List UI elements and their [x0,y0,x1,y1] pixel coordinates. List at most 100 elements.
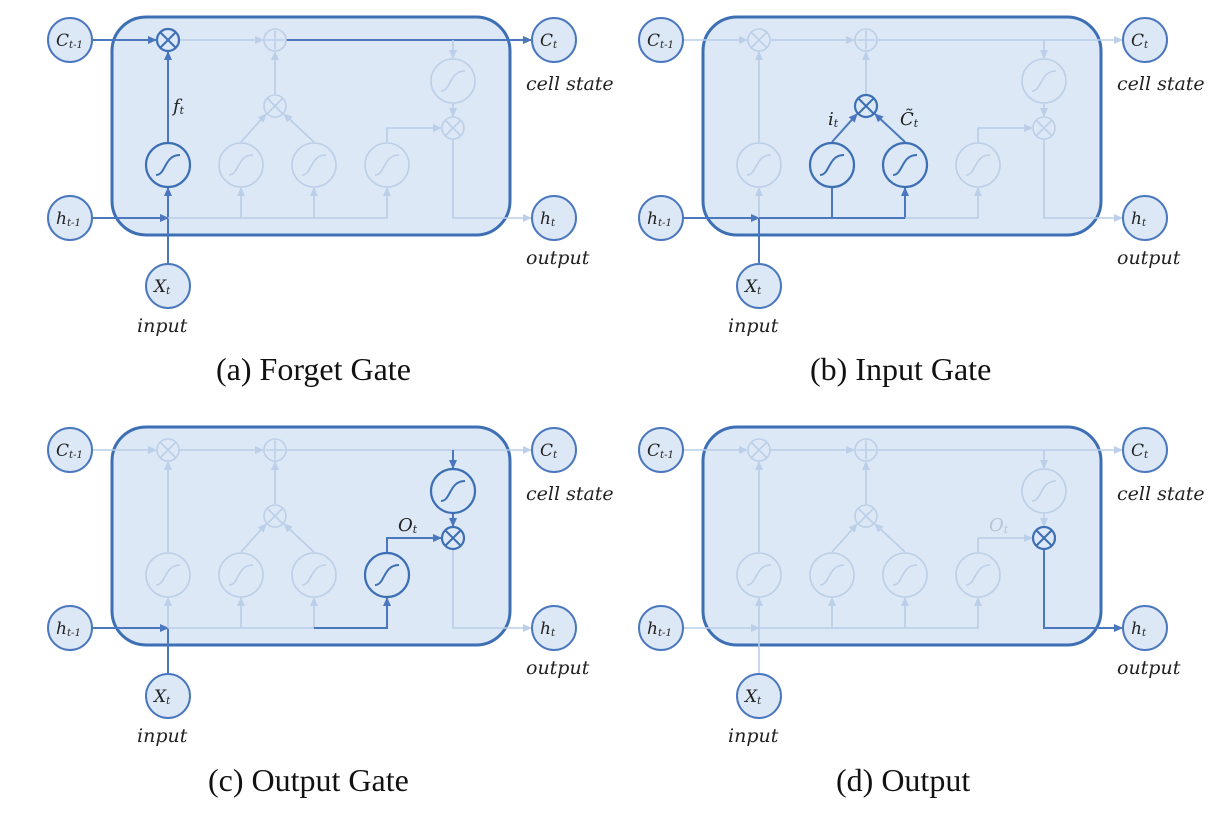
c-cur-node [531,17,577,63]
output-sigmoid-node [364,142,410,188]
lstm-cell-box [701,425,1103,647]
output-gate-line [386,124,442,142]
candidate-line [874,113,906,143]
cell-state-label: cell state [526,73,614,95]
input-sigmoid-node-curve [228,564,254,586]
output-label: output [1117,247,1181,269]
candidate-tanh-node-curve [301,154,327,176]
output-multiply-op-symbol [1035,529,1053,547]
lstm-cell-box [110,425,512,647]
forget-multiply-op-symbol [750,31,768,49]
forget-sigmoid-node-curve [746,154,772,176]
h-cur-node-label: ht [540,209,556,229]
forget-sigmoid-node-curve [155,154,181,176]
output-label: output [526,247,590,269]
h-cur-node [1122,195,1168,241]
cell-state-label: cell state [526,483,614,505]
candidate-tanh-node-curve [892,154,918,176]
input-gate-line [240,113,267,143]
input-multiply-op-symbol [266,97,284,115]
output-multiply-op-symbol [1035,119,1053,137]
h-out-line [1043,140,1123,222]
c-prev-node-label: Ct-1 [56,441,83,461]
output-bus-line [905,187,982,219]
input-gate-label: it [828,109,839,130]
input-multiply-op-symbol [266,507,284,525]
c-prev-node [47,427,93,473]
forget-sigmoid-node-curve [155,564,181,586]
candidate-tanh-node-curve [301,564,327,586]
input-sigmoid-node [218,552,264,598]
h-cur-node-label: ht [1131,619,1147,639]
cell-tanh-node [430,58,476,104]
forget-multiply-op-symbol [159,31,177,49]
output-label: output [1117,657,1181,679]
input-multiply-op-symbol [857,507,875,525]
output-bus-line [905,597,982,629]
cell-tanh-node-curve [440,480,466,502]
input-gate-line [831,523,858,553]
c-cur-node [1122,17,1168,63]
x-input-node-label: Xt [152,277,171,297]
h-out-line [452,140,532,222]
x-input-node-label: Xt [743,687,762,707]
cell-tanh-node [1021,468,1067,514]
candidate-tanh-node [291,142,337,188]
forget-sigmoid-node [736,552,782,598]
c-cur-node-label: Ct [540,31,558,51]
x-input-node-label: Xt [743,277,762,297]
output-gate-label: Ot [989,515,1009,536]
output-sigmoid-node [955,142,1001,188]
c-prev-node-label: Ct-1 [56,31,83,51]
input-sigmoid-node-curve [819,564,845,586]
c-cur-node [1122,427,1168,473]
x-input-node-label: Xt [152,687,171,707]
h-prev-node [638,195,684,241]
forget-sigmoid-node [144,141,192,189]
input-sigmoid-node [809,552,855,598]
candidate-line [283,523,315,553]
candidate-tanh-node-curve [892,564,918,586]
output-bus-line [314,597,391,629]
h-prev-node-label: ht-1 [56,209,81,229]
caption-forget-gate: (a) Forget Gate [216,351,411,387]
h-cur-node [531,195,577,241]
output-sigmoid-node-curve [965,564,991,586]
cell-tanh-node-curve [440,70,466,92]
output-sigmoid-node-curve [374,154,400,176]
add-op-symbol [265,30,285,50]
h-out-line [1043,550,1123,632]
x-input-node [736,263,782,309]
h-prev-node-label: ht-1 [56,619,81,639]
output-multiply-op-symbol [444,119,462,137]
input-sigmoid-node-curve [819,154,845,176]
output-sigmoid-node-curve [374,564,400,586]
output-bus-line [314,187,391,219]
forget-multiply-op-symbol [750,441,768,459]
candidate-tanh-node [882,552,928,598]
cell-tanh-node [429,467,477,515]
input-multiply-op-symbol [857,97,875,115]
cell-tanh-node [1021,58,1067,104]
cell-state-label: cell state [1117,73,1205,95]
lstm-cell-box [110,15,512,237]
h-out-line [452,550,532,632]
add-op-symbol [856,440,876,460]
candidate-line [283,113,315,143]
forget-multiply-op-symbol [159,441,177,459]
caption-input-gate: (b) Input Gate [810,351,992,387]
c-cur-node-label: Ct [1131,441,1149,461]
lstm-cell-box [701,15,1103,237]
candidate-tanh-node [291,552,337,598]
forget-sigmoid-node [145,552,191,598]
output-sigmoid-node-curve [965,154,991,176]
input-sigmoid-node [218,142,264,188]
h-cur-node-label: ht [540,619,556,639]
add-op-symbol [856,30,876,50]
h-prev-node [47,195,93,241]
h-prev-node [47,605,93,651]
h-cur-node [1122,605,1168,651]
